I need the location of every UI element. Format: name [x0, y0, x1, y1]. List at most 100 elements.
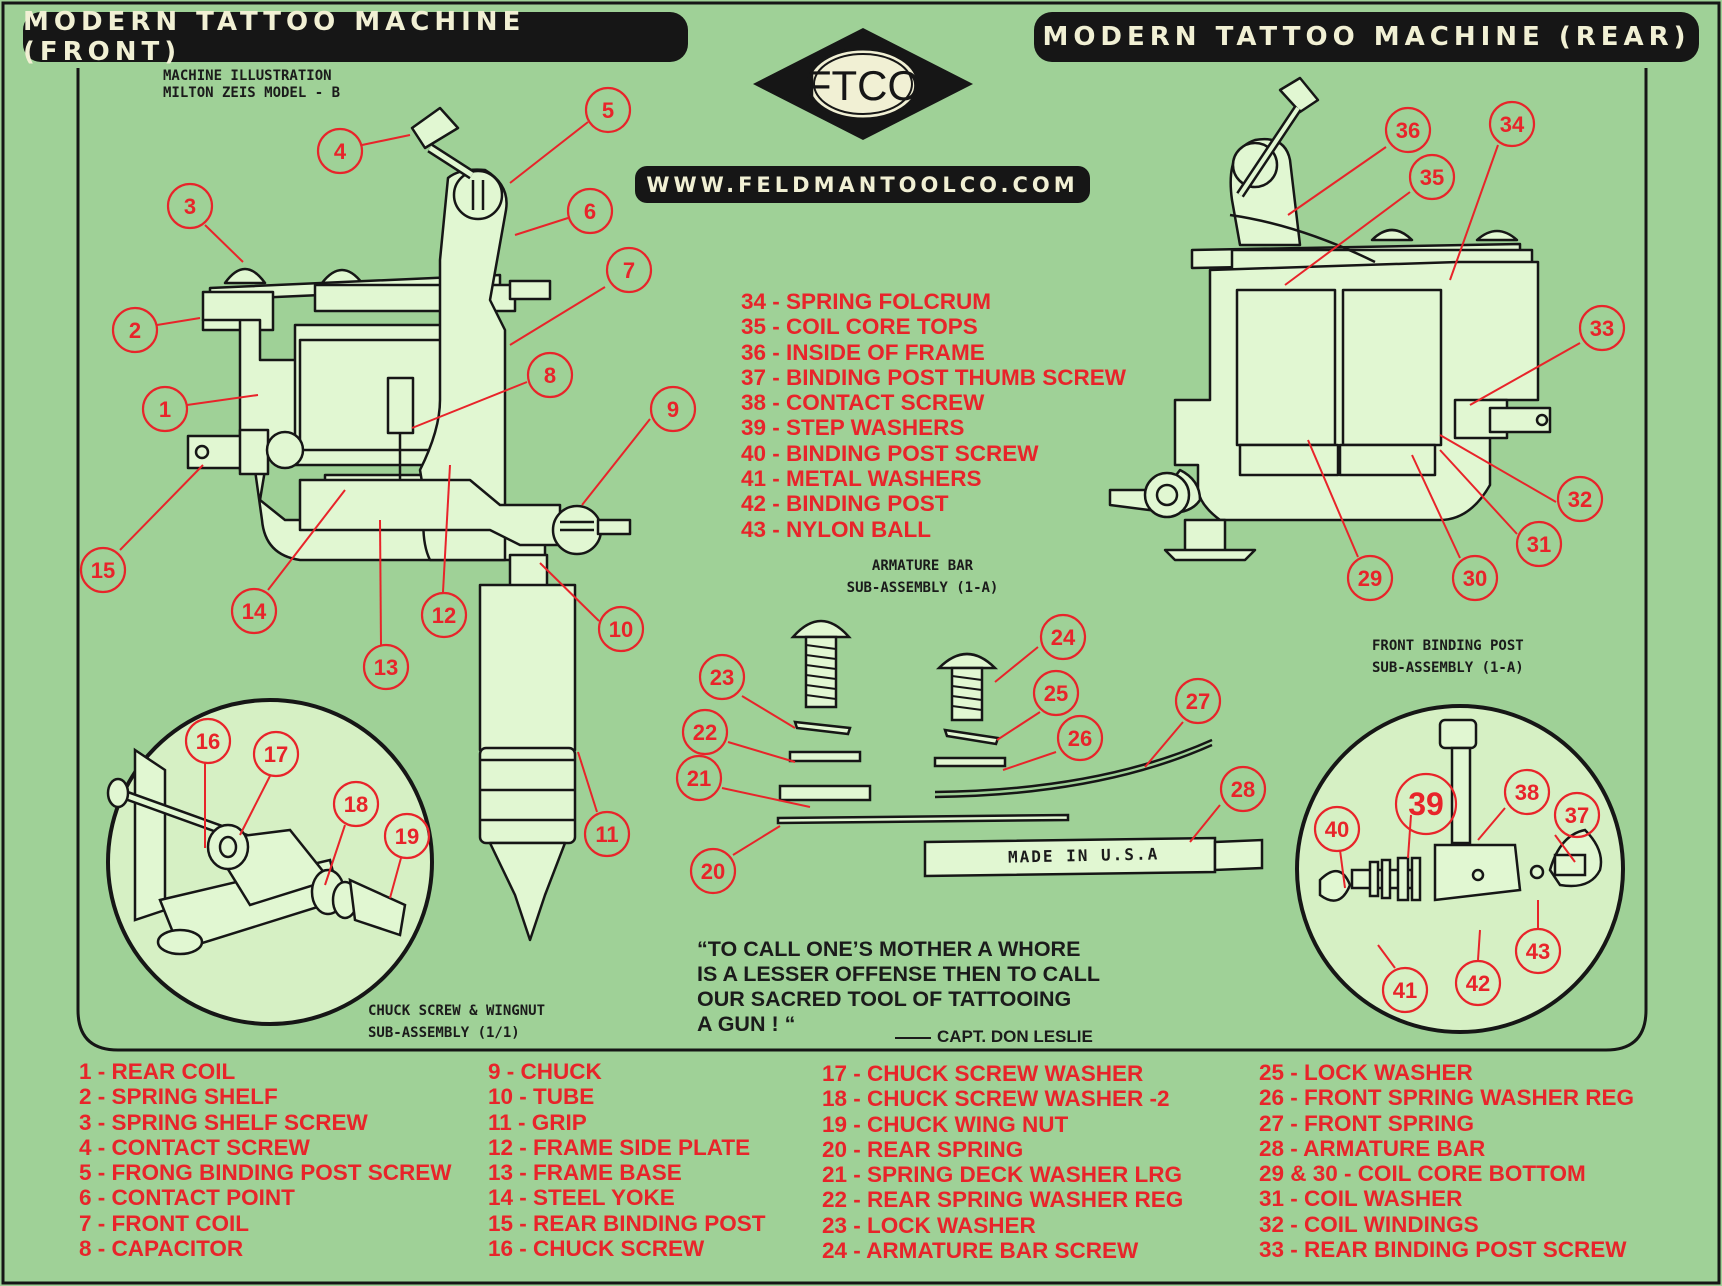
callout-37: 37 — [1553, 791, 1601, 839]
illustration-credit: MACHINE ILLUSTRATION MILTON ZEIS MODEL -… — [163, 68, 340, 102]
legend-entry: 24 - ARMATURE BAR SCREW — [822, 1238, 1139, 1264]
attribution-dash — [895, 1037, 931, 1039]
legend-entry: 38 - CONTACT SCREW — [741, 390, 985, 416]
legend-entry: 2 - SPRING SHELF — [79, 1084, 278, 1110]
callout-circle — [675, 754, 723, 802]
legend-entry: 9 - CHUCK — [488, 1059, 602, 1084]
leader-line — [411, 381, 528, 429]
callout-circle — [1381, 966, 1429, 1014]
leader-line — [581, 418, 651, 506]
callout-number: 21 — [687, 766, 711, 791]
quote-line: A GUN ! “ — [697, 1012, 796, 1036]
callout-number: 6 — [584, 199, 596, 224]
callout-number: 25 — [1044, 681, 1068, 706]
chuck-subassembly-label: CHUCK SCREW & WINGNUT SUB-ASSEMBLY (1/1) — [368, 1000, 545, 1044]
callout-number: 28 — [1231, 777, 1255, 802]
leader-line — [119, 464, 204, 551]
legend-entry: 4 - CONTACT SCREW — [79, 1134, 310, 1160]
leader-line — [379, 519, 382, 646]
callout-circle — [1454, 959, 1502, 1007]
leader-line — [509, 286, 606, 346]
callout-number: 16 — [196, 729, 220, 754]
rear-title: MODERN TATTOO MACHINE (REAR) — [1034, 12, 1699, 62]
quote-line: “TO CALL ONE’S MOTHER A WHORE — [697, 937, 1081, 961]
logo-text: FTCO — [806, 62, 920, 109]
quote-attribution: CAPT. DON LESLIE — [937, 1027, 1093, 1046]
legend-entry: 18 - CHUCK SCREW WASHER -2 — [822, 1086, 1170, 1112]
callout-circle — [1394, 772, 1458, 836]
callout-number: 36 — [1396, 118, 1420, 143]
callout-41: 41 — [1381, 966, 1429, 1014]
callout-number: 10 — [609, 617, 633, 642]
leader-line — [732, 825, 781, 856]
callout-number: 35 — [1420, 165, 1444, 190]
legend-entry: 3 - SPRING SHELF SCREW — [79, 1109, 368, 1135]
front-machine — [186, 106, 632, 942]
front-title: MODERN TATTOO MACHINE (FRONT) — [23, 7, 688, 67]
leader-line — [1307, 439, 1359, 558]
website-url: WWW.FELDMANTOOLCO.COM — [635, 166, 1090, 203]
callout-25: 25 — [1032, 669, 1080, 717]
leader-line — [721, 787, 811, 808]
chuck-subassembly-circle — [106, 698, 434, 1026]
legend-entry: 28 - ARMATURE BAR — [1259, 1135, 1486, 1161]
callout-number: 5 — [602, 98, 614, 123]
callout-28: 28 — [1219, 765, 1267, 813]
callout-20: 20 — [689, 847, 737, 895]
callout-number: 23 — [710, 665, 734, 690]
callout-number: 15 — [91, 558, 115, 583]
leader-line — [727, 741, 796, 763]
callout-circle — [1503, 768, 1551, 816]
leader-line — [1439, 449, 1518, 535]
callout-number: 14 — [242, 599, 267, 624]
callout-43: 43 — [1514, 927, 1562, 975]
callout-number: 7 — [623, 258, 635, 283]
leader-line — [1554, 834, 1576, 863]
callout-number: 17 — [264, 742, 288, 767]
legend-entry: 5 - FRONG BINDING POST SCREW — [79, 1160, 452, 1186]
legend-entry: 33 - REAR BINDING POST SCREW — [1259, 1237, 1627, 1263]
callout-number: 4 — [334, 139, 347, 164]
callout-17: 17 — [252, 730, 300, 778]
legend-entry: 21 - SPRING DECK WASHER LRG — [822, 1162, 1183, 1188]
callout-circle — [1553, 791, 1601, 839]
legend-entry: 26 - FRONT SPRING WASHER REG — [1259, 1085, 1635, 1111]
callout-21: 21 — [675, 754, 723, 802]
callout-circle — [316, 127, 364, 175]
callout-3: 3 — [166, 182, 214, 230]
callout-7: 7 — [605, 246, 653, 294]
callout-number: 26 — [1068, 726, 1092, 751]
callout-circle — [605, 246, 653, 294]
callout-number: 19 — [395, 824, 419, 849]
callout-circle — [252, 730, 300, 778]
callout-number: 30 — [1463, 566, 1487, 591]
callout-number: 38 — [1515, 780, 1539, 805]
callout-number: 32 — [1568, 487, 1592, 512]
callout-circle — [383, 812, 431, 860]
callout-27: 27 — [1174, 677, 1222, 725]
callout-40: 40 — [1313, 805, 1361, 853]
callout-circle — [681, 708, 729, 756]
quote-line: IS A LESSER OFFENSE THEN TO CALL — [697, 962, 1100, 986]
callout-number: 18 — [344, 792, 368, 817]
legend-entry: 39 - STEP WASHERS — [741, 415, 965, 441]
leader-line — [389, 857, 402, 899]
binding-post-subassembly-line-2: SUB-ASSEMBLY (1-A) — [1372, 660, 1524, 676]
leader-line — [239, 775, 271, 836]
callout-circle — [1346, 554, 1394, 602]
leader-line — [514, 217, 569, 236]
legend-entry: 34 - SPRING FOLCRUM — [741, 289, 992, 314]
leader-line — [324, 824, 346, 886]
callout-number: 12 — [432, 603, 456, 628]
callout-circle — [1313, 805, 1361, 853]
legend-entry: 6 - CONTACT POINT — [79, 1185, 295, 1211]
leader-line — [1377, 944, 1396, 969]
legend-entry: 37 - BINDING POST THUMB SCREW — [741, 364, 1127, 390]
callout-circle — [597, 605, 645, 653]
callout-8: 8 — [526, 351, 574, 399]
callout-number: 33 — [1590, 316, 1614, 341]
